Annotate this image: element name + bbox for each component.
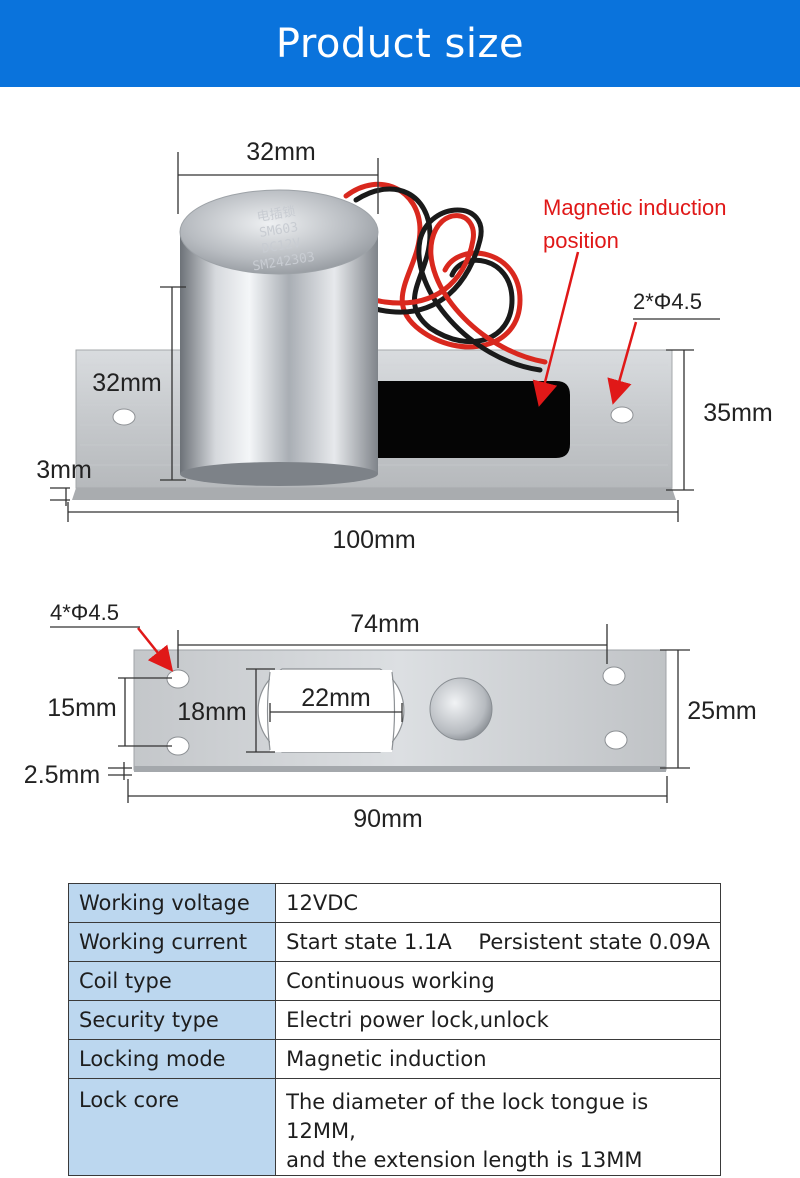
spec-key: Locking mode [67,1039,277,1079]
dim-hole-spacing: 74mm [350,610,419,638]
dim-bottom-plate-thickness: 2.5mm [24,761,100,789]
spec-key: Security type [67,1000,277,1040]
bottom-hole-label: 4*Φ4.5 [50,600,119,625]
bottom-hole-arrow [137,627,174,672]
spec-key: Coil type [67,961,277,1001]
spec-row: Lock core The diameter of the lock tongu… [67,1078,721,1176]
dim-plate-thickness: 3mm [36,456,92,484]
mount-hole-right [610,406,634,424]
engraving-line-2: SM603 [258,220,299,241]
dim-plate-height: 35mm [703,399,772,427]
dim-cylinder-height: 32mm [92,369,161,397]
dim-hole-vertical: 15mm [47,694,116,722]
spec-value: Start state 1.1A Persistent state 0.09A [275,922,721,962]
magnetic-position-label-2: position [543,228,619,253]
spec-value: Continuous working [275,961,721,1001]
dim-bottom-plate-height: 25mm [687,697,756,725]
magnetic-position-label: Magnetic induction [543,195,726,220]
page-title: Product size [0,0,800,87]
mount-hole-left [112,408,136,426]
spec-table: Working voltage 12VDC Working current St… [67,883,721,1176]
dim-plate-length: 100mm [332,526,415,554]
spec-row: Working voltage 12VDC [67,883,721,923]
magnet-disc [429,677,493,741]
spec-row: Coil type Continuous working [67,961,721,1001]
spec-row: Locking mode Magnetic induction [67,1039,721,1079]
dim-bottom-plate-length: 90mm [353,805,422,833]
spec-value-line-2: and the extension length is 13MM [286,1148,643,1172]
hole-tl [166,669,190,689]
dim-cylinder-width: 32mm [246,138,315,166]
spec-key: Working current [67,922,277,962]
spec-row: Security type Electri power lock,unlock [67,1000,721,1040]
spec-value: 12VDC [275,883,721,923]
spec-value-line-1: The diameter of the lock tongue is 12MM, [286,1090,649,1143]
spec-row: Working current Start state 1.1A Persist… [67,922,721,962]
engraving-line-3: DC12V [261,236,302,257]
dim-slot-height: 18mm [177,698,246,726]
lock-cylinder-top [179,189,379,275]
spec-key: Lock core [67,1078,277,1176]
hole-br [604,730,628,750]
spec-value: The diameter of the lock tongue is 12MM,… [275,1078,721,1176]
spec-value: Electri power lock,unlock [275,1000,721,1040]
dim-slot-width: 22mm [301,684,370,712]
magnetic-slot [360,381,570,458]
engraving-line-1: 电插锁 [256,203,297,225]
spec-value: Magnetic induction [275,1039,721,1079]
top-hole-label: 2*Φ4.5 [633,289,702,314]
hole-tr [602,666,626,686]
top-hole-arrow [607,321,638,405]
magnetic-position-arrow [532,251,580,407]
spec-key: Working voltage [67,883,277,923]
dimension-drawing: 电插锁 SM603 DC12V SM242303 32mm 32mm 3mm 1… [24,138,773,833]
